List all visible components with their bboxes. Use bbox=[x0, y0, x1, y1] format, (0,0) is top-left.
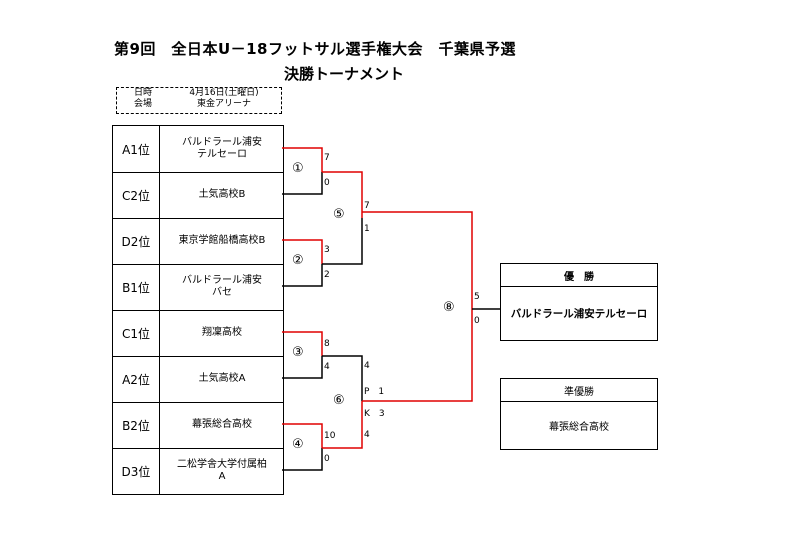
page-subtitle: 決勝トーナメント bbox=[284, 65, 405, 83]
match-label: ④ bbox=[292, 437, 304, 452]
team-name: 東京学館船橋高校B bbox=[159, 218, 284, 264]
venue-label: 会場 bbox=[133, 99, 152, 109]
runnerup-label: 準優勝 bbox=[501, 379, 657, 402]
bracket-line bbox=[282, 172, 323, 195]
row-divider bbox=[113, 172, 283, 173]
bracket-line bbox=[282, 448, 323, 471]
bracket-line bbox=[322, 218, 363, 265]
team-name: 土気高校A bbox=[159, 356, 284, 402]
row-divider bbox=[113, 310, 283, 311]
page-title: 第9回 全日本U－18フットサル選手権大会 千葉県予選 bbox=[114, 40, 516, 58]
score: 0 bbox=[474, 316, 480, 326]
score: 4 bbox=[364, 430, 370, 440]
seed-label: B1位 bbox=[122, 280, 150, 295]
bracket-line-winner bbox=[362, 211, 473, 309]
score: 3 bbox=[324, 245, 330, 255]
seed-label: D2位 bbox=[121, 234, 151, 249]
team-name: バルドラール浦安 テルセーロ bbox=[159, 126, 284, 172]
match-label: ① bbox=[292, 161, 304, 176]
seed-label: C2位 bbox=[121, 188, 150, 203]
score: 8 bbox=[324, 339, 330, 349]
score: 4 bbox=[364, 361, 370, 371]
pk-score: P 1 bbox=[364, 387, 385, 397]
score: 10 bbox=[324, 431, 336, 441]
match-label: ⑥ bbox=[333, 393, 345, 408]
score: 1 bbox=[364, 224, 370, 234]
row-divider bbox=[113, 264, 283, 265]
team-name: 幕張総合高校 bbox=[159, 402, 284, 448]
row-divider bbox=[113, 448, 283, 449]
champion-label: 優 勝 bbox=[501, 264, 657, 287]
score: 7 bbox=[364, 201, 370, 211]
row-divider bbox=[113, 218, 283, 219]
event-info-box: 日時 4月16日(土曜日) 会場 東金アリーナ bbox=[116, 87, 282, 114]
bracket-line-winner bbox=[362, 309, 473, 402]
seed-label: A1位 bbox=[122, 142, 150, 157]
score: 5 bbox=[474, 292, 480, 302]
seed-label: D3位 bbox=[121, 464, 151, 479]
bracket-line-winner bbox=[282, 331, 323, 356]
team-name: バルドラール浦安 バセ bbox=[159, 264, 284, 310]
match-label: ③ bbox=[292, 345, 304, 360]
row-divider bbox=[113, 356, 283, 357]
score: 0 bbox=[324, 454, 330, 464]
bracket-entry-table: A1位 バルドラール浦安 テルセーロ C2位 土気高校B D2位 東京学館船橋高… bbox=[112, 125, 284, 495]
score: 2 bbox=[324, 270, 330, 280]
match-label: ⑧ bbox=[443, 300, 455, 315]
runnerup-box: 準優勝 幕張総合高校 bbox=[500, 378, 658, 450]
runnerup-team: 幕張総合高校 bbox=[549, 422, 609, 433]
venue-value: 東金アリーナ bbox=[196, 99, 251, 109]
seed-label: A2位 bbox=[122, 372, 150, 387]
score: 0 bbox=[324, 178, 330, 188]
team-name: 土気高校B bbox=[159, 172, 284, 218]
seed-label: C1位 bbox=[121, 326, 150, 341]
date-value: 4月16日(土曜日) bbox=[189, 88, 259, 98]
pk-score: K 3 bbox=[364, 409, 385, 419]
team-name: 翔凜高校 bbox=[159, 310, 284, 356]
bracket-line-winner bbox=[322, 171, 363, 218]
bracket-line-winner bbox=[282, 239, 323, 264]
match-label: ② bbox=[292, 253, 304, 268]
score: 7 bbox=[324, 153, 330, 163]
seed-label: B2位 bbox=[122, 418, 150, 433]
match-label: ⑤ bbox=[333, 207, 345, 222]
bracket-line-winner bbox=[282, 147, 323, 172]
champion-box: 優 勝 バルドラール浦安テルセーロ bbox=[500, 263, 658, 341]
bracket-line bbox=[282, 356, 323, 379]
date-label: 日時 bbox=[133, 88, 152, 98]
bracket-line-winner bbox=[282, 423, 323, 448]
bracket-line-winner bbox=[322, 401, 363, 449]
bracket-line bbox=[322, 355, 363, 401]
team-name: 二松学舎大学付属柏 A bbox=[159, 448, 284, 494]
row-divider bbox=[113, 402, 283, 403]
bracket-line bbox=[282, 264, 323, 287]
score: 4 bbox=[324, 362, 330, 372]
champion-team: バルドラール浦安テルセーロ bbox=[510, 308, 648, 320]
